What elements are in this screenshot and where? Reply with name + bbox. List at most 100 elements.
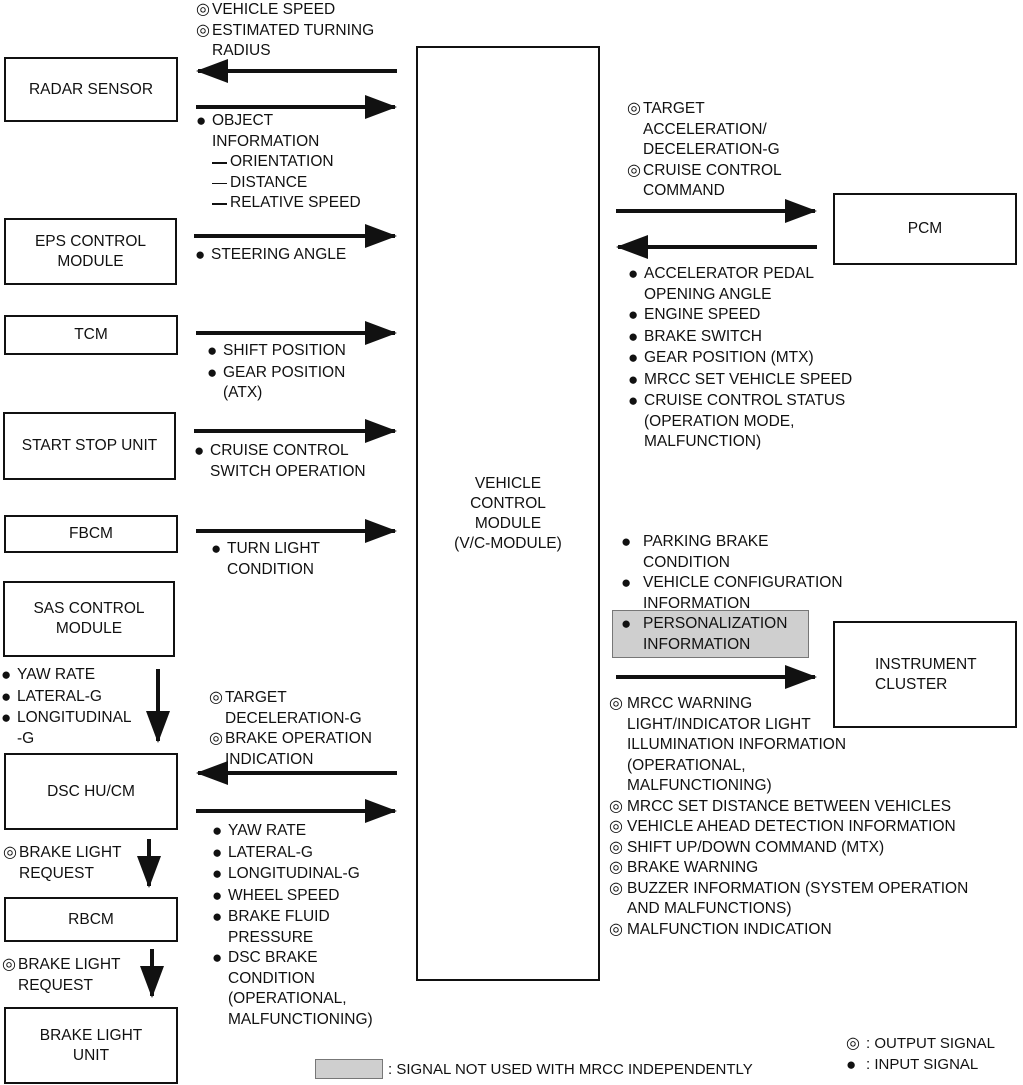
legend-shaded-swatch (315, 1059, 383, 1079)
sub-signal-text: RELATIVE SPEED (230, 194, 361, 211)
signal-text: VEHICLE AHEAD DETECTION INFORMATION (627, 818, 956, 835)
legend-input-label: : INPUT SIGNAL (866, 1055, 979, 1073)
signal-text: TARGET ACCELERATION/ DECELERATION-G (643, 100, 780, 158)
signals-to-cluster: MRCC WARNING LIGHT/INDICATOR LIGHT ILLUM… (609, 694, 968, 940)
module-label: RADAR SENSOR (28, 80, 154, 98)
signals-from-eps: STEERING ANGLE (195, 245, 346, 267)
sub-signal-text: ORIENTATION (230, 153, 334, 170)
signal-item: CRUISE CONTROL SWITCH OPERATION (194, 441, 366, 482)
signal-text: BRAKE LIGHT REQUEST (18, 956, 121, 994)
input-signal-icon (1, 665, 17, 687)
sub-signal-text: DISTANCE (230, 173, 308, 191)
module-dsc-hucm: DSC HU/CM (4, 753, 178, 830)
signal-text: BUZZER INFORMATION (SYSTEM OPERATION AND… (627, 879, 969, 918)
module-fbcm: FBCM (4, 515, 178, 553)
signal-item: LATERAL-G (212, 843, 373, 865)
signal-item: PARKING BRAKE CONDITION (621, 532, 843, 573)
output-signal-icon (209, 688, 225, 709)
signal-item: LATERAL-G (1, 687, 132, 709)
output-signal-icon (196, 0, 212, 21)
signal-item: GEAR POSITION (ATX) (207, 363, 346, 404)
signal-item: BRAKE WARNING (609, 858, 968, 879)
signal-text: SHIFT POSITION (223, 342, 346, 359)
module-label: START STOP UNIT (21, 437, 158, 454)
signal-item: BRAKE SWITCH (628, 327, 852, 349)
input-signal-icon (1, 708, 17, 730)
vehicle-control-module-label: VEHICLE CONTROL MODULE (V/C-MODULE) (454, 474, 562, 552)
module-rbcm: RBCM (4, 897, 178, 942)
signal-item: YAW RATE (212, 821, 373, 843)
module-label: PCM (907, 220, 943, 237)
signal-text: SHIFT UP/DOWN COMMAND (MTX) (627, 838, 885, 856)
output-signal-icon (609, 858, 627, 879)
output-signal-icon (846, 1034, 866, 1055)
input-signal-icon (194, 441, 210, 463)
signal-text: ACCELERATOR PEDAL OPENING ANGLE (644, 265, 814, 303)
signal-item: SHIFT POSITION (207, 341, 346, 363)
signal-item: ACCELERATOR PEDAL OPENING ANGLE (628, 264, 852, 305)
input-signal-icon (628, 348, 644, 370)
signal-text: CRUISE CONTROL COMMAND (643, 161, 782, 200)
signal-text: LONGITUDINAL-G (228, 865, 360, 882)
module-brake-light-unit: BRAKE LIGHT UNIT (4, 1007, 178, 1084)
signal-text: VEHICLE SPEED (212, 1, 336, 18)
input-signal-icon (212, 864, 228, 886)
signal-item: BRAKE LIGHT REQUEST (2, 955, 121, 996)
signals-from-radar: OBJECT INFORMATION ORIENTATION DISTANCE … (196, 111, 361, 214)
signal-item-shaded: PERSONALIZATION INFORMATION (621, 614, 843, 655)
sub-signal: ORIENTATION (196, 152, 361, 173)
signal-text: WHEEL SPEED (228, 886, 340, 904)
module-sas-control: SAS CONTROL MODULE (3, 581, 175, 657)
input-signal-icon (211, 539, 227, 561)
signal-item: ENGINE SPEED (628, 305, 852, 327)
signal-item: MALFUNCTION INDICATION (609, 920, 968, 941)
signal-item: SHIFT UP/DOWN COMMAND (MTX) (609, 838, 968, 859)
legend-output: : OUTPUT SIGNAL : INPUT SIGNAL (846, 1034, 995, 1076)
signal-text: MRCC SET VEHICLE SPEED (644, 370, 853, 388)
signal-item: BRAKE FLUID PRESSURE (212, 907, 373, 948)
signal-item: VEHICLE SPEED (196, 0, 374, 21)
output-signal-icon (627, 161, 643, 182)
input-signal-icon (196, 111, 212, 133)
input-signal-icon (628, 391, 644, 413)
input-signal-icon (207, 341, 223, 363)
signal-text: BRAKE OPERATION INDICATION (225, 730, 372, 768)
input-signal-icon (212, 948, 228, 970)
output-signal-icon (609, 817, 627, 838)
signals-from-tcm: SHIFT POSITION GEAR POSITION (ATX) (207, 341, 346, 404)
input-signal-icon (621, 532, 643, 554)
output-signal-icon (609, 879, 627, 900)
input-signal-icon (212, 886, 228, 908)
signal-text: MALFUNCTION INDICATION (627, 920, 832, 938)
signals-from-start-stop: CRUISE CONTROL SWITCH OPERATION (194, 441, 366, 482)
signals-from-fbcm: TURN LIGHT CONDITION (211, 539, 320, 580)
signal-item: TARGET DECELERATION-G (209, 688, 372, 729)
signals-sas-to-dsc: YAW RATE LATERAL-G LONGITUDINAL -G (1, 665, 132, 749)
module-label: BRAKE LIGHT UNIT (39, 1026, 143, 1064)
signal-item: VEHICLE AHEAD DETECTION INFORMATION (609, 817, 968, 838)
module-label: SAS CONTROL MODULE (33, 600, 145, 637)
output-signal-icon (609, 920, 627, 941)
dash-icon (212, 193, 230, 214)
signal-item: BRAKE LIGHT REQUEST (3, 843, 122, 884)
signal-item: BUZZER INFORMATION (SYSTEM OPERATION AND… (609, 879, 968, 920)
signal-item: BRAKE OPERATION INDICATION (209, 729, 372, 770)
output-signal-icon (627, 99, 643, 120)
dash-icon (212, 152, 230, 173)
signal-text: OBJECT INFORMATION (212, 112, 320, 150)
module-eps-control: EPS CONTROL MODULE (4, 218, 177, 285)
sub-signal: RELATIVE SPEED (196, 193, 361, 214)
sub-signal: DISTANCE (196, 173, 361, 194)
legend-output-label: : OUTPUT SIGNAL (866, 1035, 995, 1052)
signal-item: MRCC SET VEHICLE SPEED (628, 370, 852, 392)
input-signal-icon (621, 573, 643, 595)
module-tcm: TCM (4, 315, 178, 355)
signal-item: GEAR POSITION (MTX) (628, 348, 852, 370)
signal-text: CRUISE CONTROL SWITCH OPERATION (210, 442, 366, 480)
signal-item: CRUISE CONTROL STATUS (OPERATION MODE, M… (628, 391, 852, 453)
signals-from-pcm: ACCELERATOR PEDAL OPENING ANGLE ENGINE S… (628, 264, 852, 453)
signal-text: BRAKE LIGHT REQUEST (19, 844, 122, 882)
signal-text: DSC BRAKE CONDITION (OPERATIONAL, MALFUN… (228, 949, 373, 1028)
signals-from-cluster: PARKING BRAKE CONDITION VEHICLE CONFIGUR… (621, 532, 843, 655)
